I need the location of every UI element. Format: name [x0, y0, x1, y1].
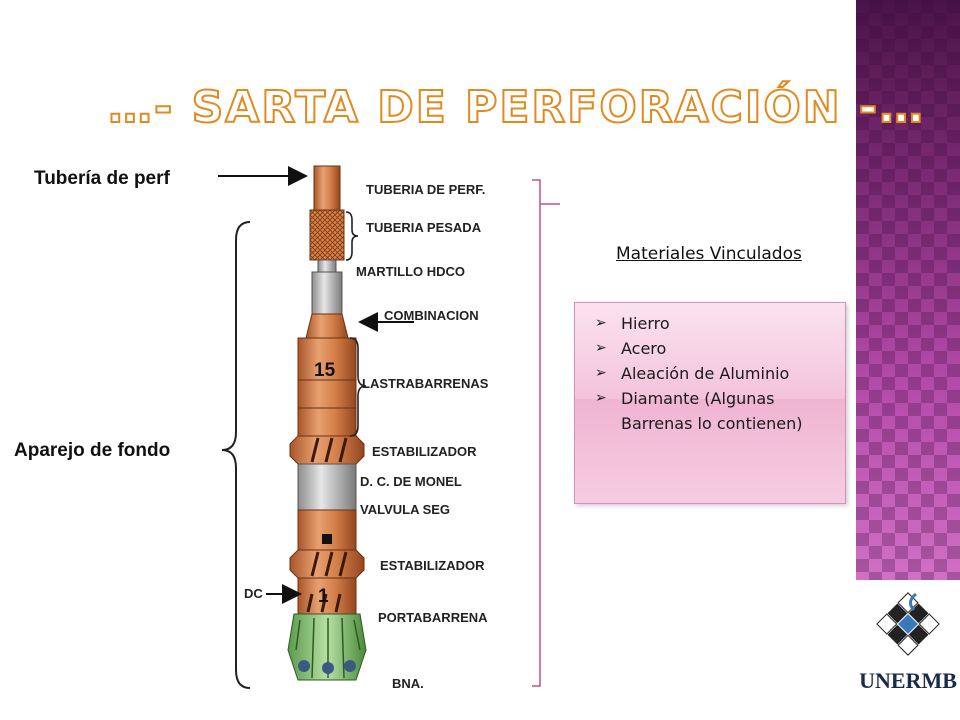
monel-collar — [297, 463, 357, 511]
label-tuberia-perf: TUBERIA DE PERF. — [366, 182, 485, 197]
label-aparejo-de-fondo: Aparejo de fondo — [14, 440, 170, 461]
heavy-weight-pipe — [309, 209, 345, 261]
unermb-logo: UNERMB — [859, 592, 957, 693]
list-item: ➢Hierro — [595, 311, 835, 336]
label-tuberia-pesada: TUBERIA PESADA — [366, 220, 482, 235]
label-portabarrena: PORTABARRENA — [378, 610, 488, 625]
materials-title: Materiales Vinculados — [616, 244, 802, 264]
materials-bracket — [532, 179, 541, 687]
decorative-sidebar — [856, 0, 960, 580]
crossover-sub — [305, 313, 349, 339]
arrow-bullet-icon: ➢ — [595, 340, 607, 356]
pipe-connector — [317, 259, 337, 273]
page-title: …- SARTA DE PERFORACIÓN -… — [107, 81, 926, 134]
collar-number-1: 1 — [318, 586, 329, 607]
materials-list-box: ➢Hierro ➢Acero ➢Aleación de Aluminio ➢Di… — [574, 302, 846, 504]
label-estabilizador-lower: ESTABILIZADOR — [380, 558, 485, 573]
label-tuberia-de-perf: Tubería de perf — [34, 168, 171, 189]
drill-collar — [297, 337, 357, 437]
list-item: ➢Acero — [595, 336, 835, 361]
label-estabilizador-upper: ESTABILIZADOR — [372, 444, 477, 459]
label-monel: D. C. DE MONEL — [360, 474, 462, 489]
label-dc: DC — [244, 586, 263, 601]
label-valvula: VALVULA SEG — [360, 502, 450, 517]
arrow-bullet-icon: ➢ — [595, 365, 607, 381]
list-item: ➢Aleación de Aluminio — [595, 361, 835, 386]
label-bna: BNA. — [392, 676, 424, 691]
collar-number-15: 15 — [314, 360, 336, 381]
drill-string-diagram: 15 1 Tubería de perf Aparejo de fondo DC… — [14, 165, 560, 691]
label-lastrabarrenas: LASTRABARRENAS — [362, 376, 489, 391]
label-combinacion: COMBINACION — [384, 308, 479, 323]
list-item: ➢Diamante (Algunas Barrenas lo contienen… — [595, 386, 835, 436]
bha-brace — [221, 221, 251, 689]
drilling-jar — [311, 271, 343, 315]
materials-connector — [540, 203, 560, 205]
arrow-bullet-icon: ➢ — [595, 315, 607, 331]
logo-text: UNERMB — [859, 668, 957, 693]
label-martillo: MARTILLO HDCO — [356, 264, 465, 279]
drill-pipe — [313, 165, 341, 211]
arrow-bullet-icon: ➢ — [595, 390, 607, 406]
materials-list: ➢Hierro ➢Acero ➢Aleación de Aluminio ➢Di… — [575, 303, 845, 436]
